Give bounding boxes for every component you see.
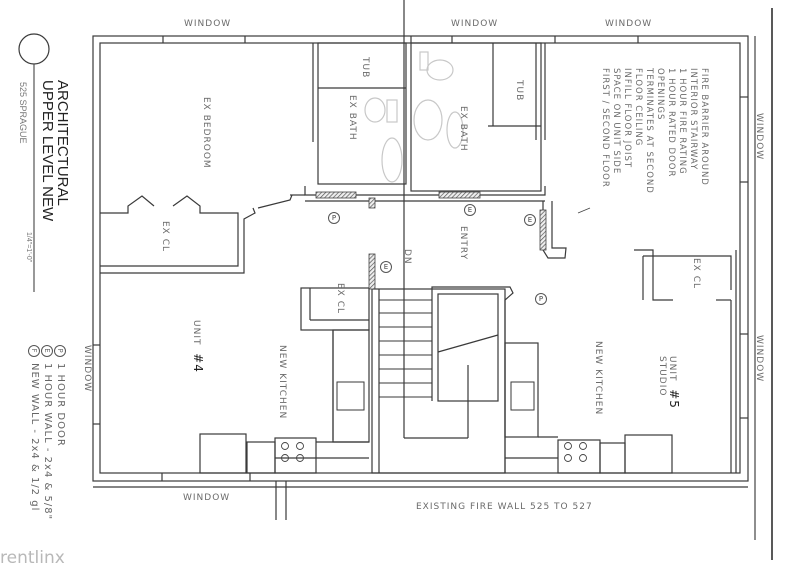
legend-item-e: E1 HOUR WALL - 2x4 & 5/8": [41, 345, 53, 520]
f-marker-icon: F: [28, 345, 40, 357]
room-label-new-kitchen-right: NEW KITCHEN: [593, 341, 603, 416]
bath-fixtures: [364, 51, 464, 183]
window-label-right-lower: WINDOW: [754, 335, 764, 383]
room-label-ex-closet-mid: EX CL: [335, 283, 345, 315]
window-label-bottom: WINDOW: [183, 493, 231, 503]
note-line-10: FIRST / SECOND FLOOR: [600, 68, 610, 188]
wall-marker-e-icon: E: [524, 214, 536, 226]
note-line-6: TERMINATES AT SECOND: [644, 68, 654, 194]
room-label-tub-left: TUB: [360, 57, 370, 79]
wall-marker-e-icon: E: [464, 204, 476, 216]
note-line-5: OPENINGS: [655, 68, 665, 121]
window-label-top-left: WINDOW: [184, 19, 232, 29]
room-label-tub-right: TUB: [514, 80, 524, 102]
door-marker-p-icon: P: [535, 293, 547, 305]
note-line-8: INFILL FLOOR JOIST: [622, 68, 632, 169]
room-label-ex-closet-top: EX CL: [160, 221, 170, 253]
wall-marker-e-icon: E: [380, 261, 392, 273]
room-label-entry: ENTRY: [458, 226, 468, 261]
note-line-2: INTERIOR STAIRWAY: [688, 68, 698, 171]
p-marker-icon: P: [54, 345, 66, 357]
note-line-3: 1 HOUR FIRE RATING: [677, 68, 687, 175]
room-label-unit-5: UNIT #5: [667, 356, 681, 409]
window-label-top-right: WINDOW: [605, 19, 653, 29]
watermark: rentlinx: [0, 548, 65, 568]
room-label-ex-bath-left: EX BATH: [347, 95, 357, 141]
drawing-address: 525 SPRAGUE: [18, 82, 28, 144]
room-label-ex-bedroom: EX BEDROOM: [201, 97, 211, 169]
note-line-4: 1 HOUR RATED DOOR: [666, 68, 676, 178]
room-label-unit-4: UNIT #4: [191, 320, 205, 373]
e-marker-icon: E: [41, 345, 53, 357]
fire-wall-note: EXISTING FIRE WALL 525 TO 527: [416, 502, 593, 512]
legend-item-p: P1 HOUR DOOR: [54, 345, 66, 447]
one-hour-wall-hatch: [315, 191, 547, 290]
drawing-title-line1: ARCHITECTURAL: [54, 80, 71, 206]
stair-down-label: DN: [402, 249, 412, 265]
door-marker-p-icon: P: [328, 212, 340, 224]
window-label-right-upper: WINDOW: [754, 113, 764, 161]
legend-item-f: FNEW WALL - 2x4 & 1/2 gl: [28, 345, 40, 511]
drawing-scale: 1/4"=1'-0": [25, 232, 32, 263]
note-line-7: FLOOR CEILING: [633, 68, 643, 147]
note-line-9: SPACE ON UNIT SIDE: [611, 68, 621, 175]
stove-burners: [281, 442, 587, 462]
window-label-top-mid: WINDOW: [451, 19, 499, 29]
outer-wall: [92, 35, 749, 482]
room-label-studio: STUDIO: [657, 356, 667, 397]
room-label-ex-bath-right: EX BATH: [458, 106, 468, 152]
window-label-left: WINDOW: [82, 345, 92, 393]
note-line-1: FIRE BARRIER AROUND: [699, 68, 709, 186]
room-label-ex-closet-right: EX CL: [691, 258, 701, 290]
drawing-title-line2: UPPER LEVEL NEW: [39, 80, 56, 222]
room-label-new-kitchen-left: NEW KITCHEN: [277, 345, 287, 420]
title-circle: [18, 33, 50, 65]
